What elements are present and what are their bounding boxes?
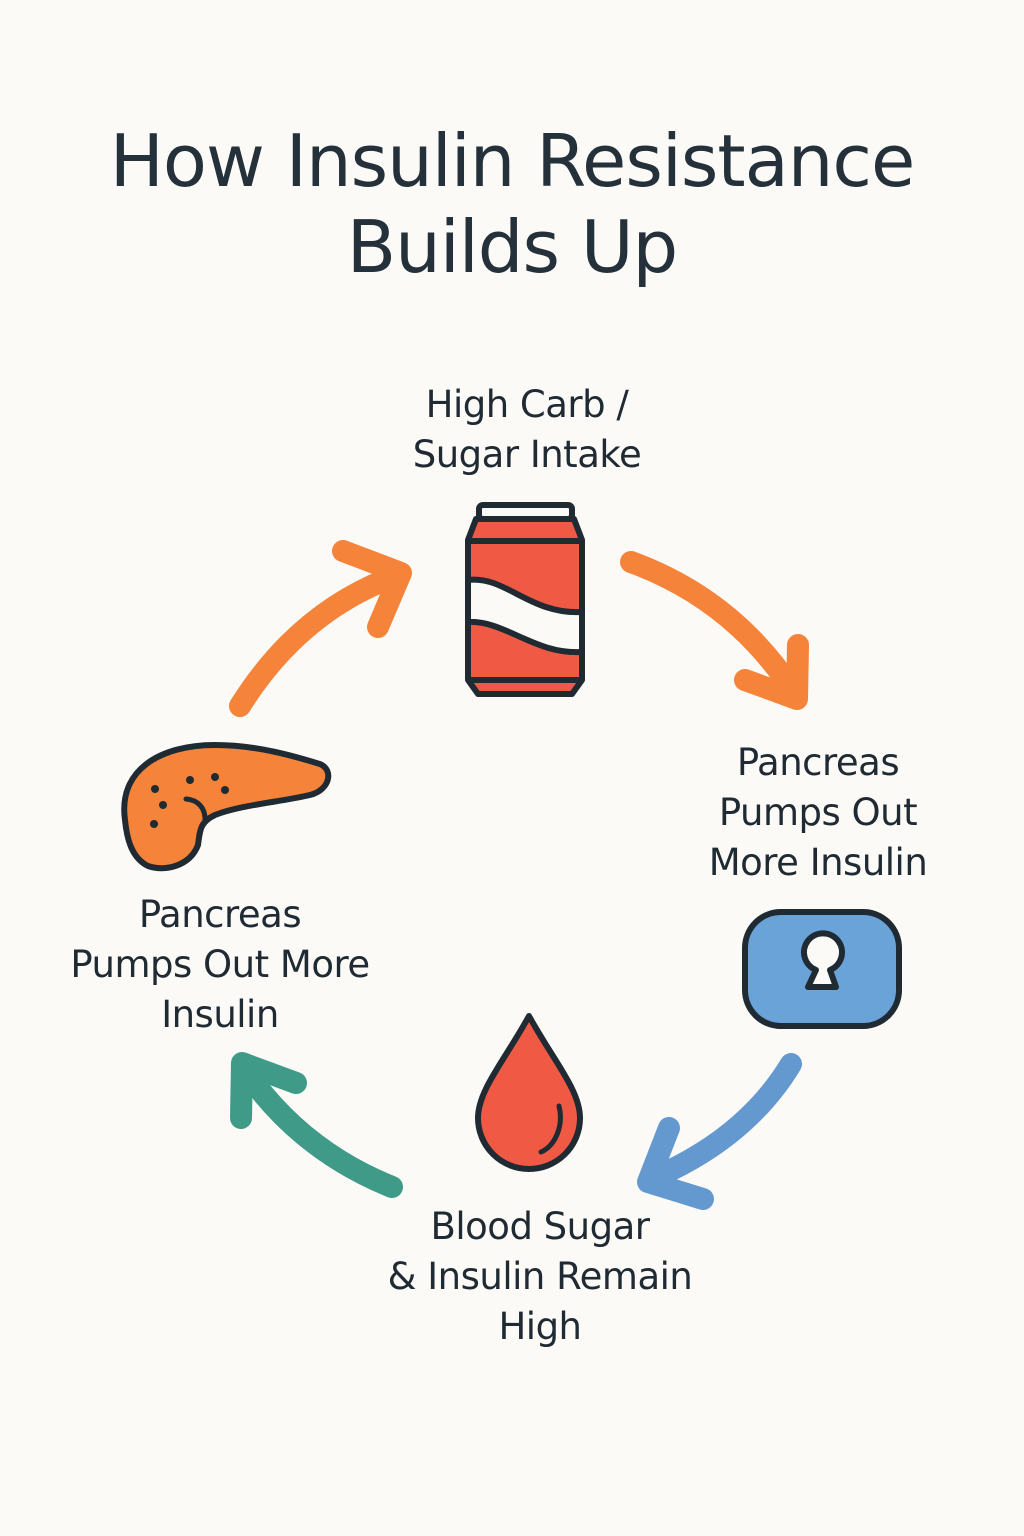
arrow-intake-to-pancreas [620, 551, 809, 710]
label-blood-sugar-insulin-high: Blood Sugar & Insulin Remain High [340, 1202, 740, 1352]
label-line: High [498, 1305, 582, 1348]
label-line: Pumps Out More [70, 943, 370, 986]
label-line: Pancreas [138, 893, 302, 936]
label-line: More Insulin [708, 841, 928, 884]
label-line: Sugar Intake [412, 433, 642, 476]
label-line: Blood Sugar [430, 1205, 651, 1248]
label-line: Pumps Out [718, 791, 918, 834]
soda-can-icon [465, 502, 585, 697]
arrow-blood-to-pancreas [230, 1052, 403, 1198]
label-line: Pancreas [736, 741, 900, 784]
label-pancreas-pumps-out-right: Pancreas Pumps Out More Insulin [668, 738, 968, 888]
label-line: High Carb / [425, 383, 629, 426]
label-line: & Insulin Remain [387, 1255, 693, 1298]
title-line-2: Builds Up [346, 205, 679, 289]
blood-drop-icon [475, 1013, 583, 1172]
keyhole-lock-icon [742, 909, 902, 1029]
label-line: Insulin [161, 993, 279, 1036]
arrow-pancreas-to-intake [229, 540, 412, 717]
title-line-1: How Insulin Resistance [109, 119, 916, 203]
label-pancreas-pumps-out-left: Pancreas Pumps Out More Insulin [40, 890, 400, 1040]
label-high-carb-sugar-intake: High Carb / Sugar Intake [362, 380, 692, 480]
pancreas-icon [121, 742, 332, 872]
page-title: How Insulin Resistance Builds Up [0, 118, 1024, 290]
arrow-lock-to-blood [637, 1053, 802, 1210]
